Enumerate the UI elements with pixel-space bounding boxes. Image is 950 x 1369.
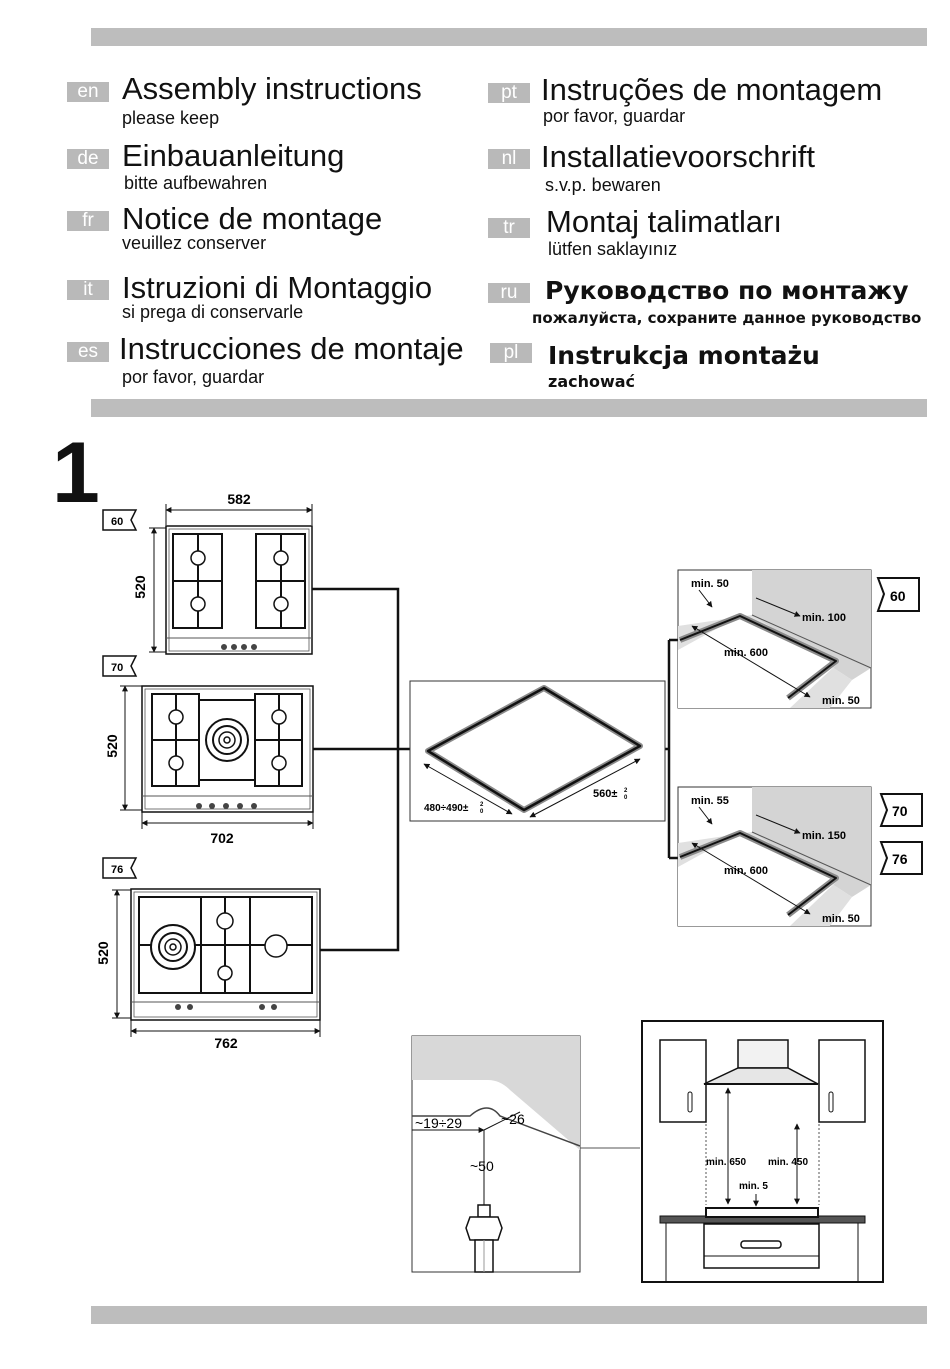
subtitle-ru: пожалуйста, сохраните данное руководство	[532, 309, 922, 327]
middle-divider-bar	[91, 399, 927, 417]
badge-76-label: 76	[111, 864, 123, 876]
top-divider-bar	[91, 28, 927, 46]
depth-520-label: 520	[95, 941, 111, 965]
title-pt: Instruções de montagem	[541, 72, 883, 107]
gas-offset-left: ~19÷29	[415, 1115, 462, 1131]
size-badge-76	[102, 857, 138, 879]
subtitle-fr: veuillez conserver	[122, 233, 267, 253]
size-badge-70	[102, 655, 138, 677]
cutout-width-label: 560±	[593, 788, 617, 800]
width-762-label: 762	[214, 1035, 238, 1051]
badge-76-right: 76	[892, 851, 908, 867]
size-badge-76	[879, 841, 923, 875]
title-es: Instrucciones de montaje	[119, 331, 464, 366]
connector-lines	[312, 587, 678, 952]
cutout-depth-label: 480÷490±	[424, 803, 469, 814]
clearance-60-back: min. 600	[724, 647, 768, 659]
clearance-70-front: min. 55	[691, 795, 729, 807]
subtitle-es: por favor, guardar	[122, 367, 265, 387]
hob-76cm: 76 520 762	[95, 857, 321, 1051]
gas-offset-right: ~26	[501, 1111, 525, 1127]
clearance-70-side: min. 150	[802, 830, 846, 842]
svg-text:0: 0	[480, 809, 484, 815]
subtitle-en: please keep	[122, 108, 220, 128]
lang-code-de: de	[67, 149, 109, 169]
hood-min-450: min. 450	[768, 1157, 808, 1168]
subtitle-it: si prega di conservarle	[122, 302, 304, 322]
size-badge-70	[879, 793, 923, 827]
width-582-label: 582	[227, 491, 251, 507]
lang-code-it: it	[67, 280, 109, 300]
subtitle-tr: lütfen saklayınız	[548, 239, 678, 259]
svg-text:2: 2	[624, 788, 628, 794]
clearance-70-back: min. 600	[724, 865, 768, 877]
clearance-60-side: min. 100	[802, 612, 846, 624]
cutout-diagram: 480÷490± 2 0 560± 2 0	[409, 680, 666, 822]
hood-min-5: min. 5	[739, 1181, 768, 1192]
lang-code-tr: tr	[488, 218, 530, 238]
bottom-divider-bar	[91, 1306, 927, 1324]
lang-code-pl: pl	[490, 343, 532, 363]
title-it: Istruzioni di Montaggio	[122, 270, 433, 305]
subtitle-pt: por favor, guardar	[543, 106, 686, 126]
width-702-label: 702	[210, 830, 234, 846]
clearance-60-front: min. 50	[691, 578, 729, 590]
clearance-diagram-70-76: min. 55 min. 150 min. 600 min. 50 70 76	[677, 786, 923, 927]
title-fr: Notice de montage	[122, 201, 383, 236]
lang-code-fr: fr	[67, 211, 109, 231]
title-nl: Installatievoorschrift	[541, 139, 815, 174]
size-badge-60	[102, 509, 138, 531]
badge-70-right: 70	[892, 803, 908, 819]
step-number: 1	[52, 425, 100, 521]
badge-60-right: 60	[890, 588, 906, 604]
svg-text:0: 0	[624, 795, 628, 801]
hood-min-650: min. 650	[706, 1157, 746, 1168]
lang-code-en: en	[67, 82, 109, 102]
title-ru: Руководство по монтажу	[545, 276, 909, 305]
clearance-diagram-60: min. 50 min. 100 min. 600 min. 50 60	[677, 569, 920, 709]
depth-520-label: 520	[132, 575, 148, 599]
title-tr: Montaj talimatları	[546, 204, 783, 239]
subtitle-pl: zachować	[548, 372, 636, 391]
depth-520-label: 520	[104, 734, 120, 758]
size-badge-60	[876, 577, 920, 612]
title-pl: Instrukcja montażu	[548, 341, 820, 370]
lang-code-ru: ru	[488, 283, 530, 303]
hob-60cm: 60 582 520	[102, 491, 313, 655]
clearance-70-wall: min. 50	[822, 913, 860, 925]
lang-code-nl: nl	[488, 149, 530, 169]
title-de: Einbauanleitung	[122, 138, 345, 173]
subtitle-nl: s.v.p. bewaren	[545, 175, 661, 195]
gas-connection-diagram: ~19÷29 ~26 ~50	[411, 1035, 640, 1273]
title-en: Assembly instructions	[122, 71, 422, 106]
svg-text:2: 2	[480, 802, 484, 808]
clearance-60-wall: min. 50	[822, 695, 860, 707]
lang-code-es: es	[67, 342, 109, 362]
hob-70cm: 70 520 702	[102, 655, 314, 846]
gas-offset-down: ~50	[470, 1158, 494, 1174]
subtitle-de: bitte aufbewahren	[124, 173, 268, 193]
lang-code-pt: pt	[488, 83, 530, 103]
hood-clearance-diagram: min. 650 min. 450 min. 5	[641, 1020, 884, 1283]
badge-60-label: 60	[111, 516, 123, 528]
badge-70-label: 70	[111, 662, 123, 674]
